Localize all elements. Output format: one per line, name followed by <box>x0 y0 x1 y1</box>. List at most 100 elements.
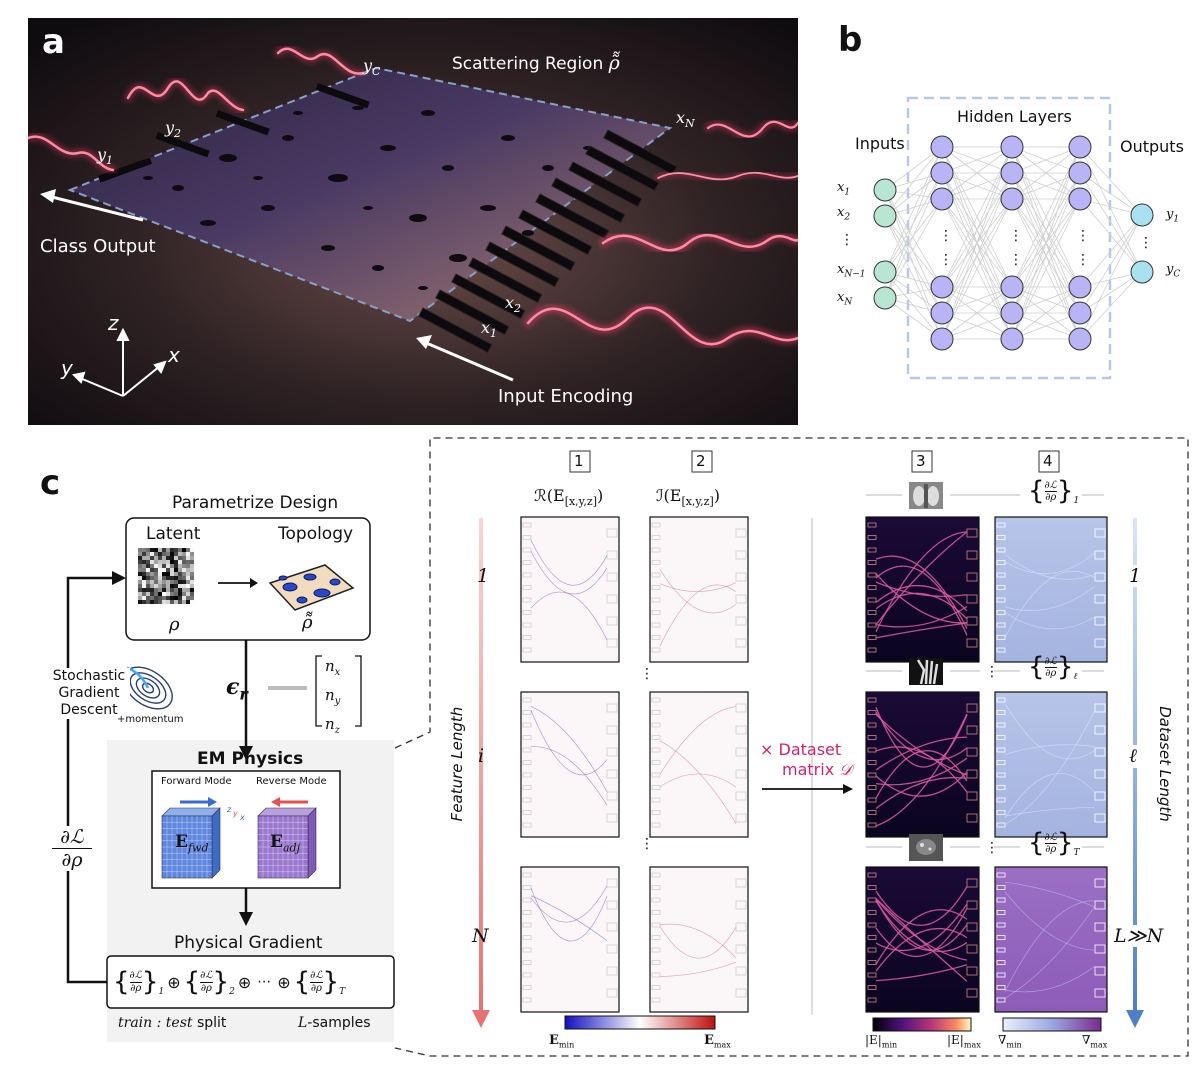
nn-input-label-2: x2 <box>837 205 850 223</box>
latent-pixel <box>146 552 150 556</box>
output-port-stub <box>735 725 747 735</box>
col-number-1: 1 <box>574 452 584 470</box>
nn-output-label-1: y1 <box>1166 207 1179 225</box>
latent-pixel <box>162 596 166 600</box>
field-panel <box>649 866 749 1013</box>
input-port-stub <box>867 772 877 778</box>
output-port-stub <box>1094 769 1106 779</box>
axis-label-x: x <box>167 343 180 367</box>
grad-term-1-sub: 1 <box>158 987 165 997</box>
latent-pixel <box>158 552 162 556</box>
hidden-node <box>1068 327 1092 351</box>
latent-pixel <box>158 580 162 584</box>
network-edge <box>1011 312 1081 340</box>
latent-pixel <box>162 556 166 560</box>
input-port-stub <box>867 785 877 790</box>
grad-term-t: { ∂ℒ∂ρ }T <box>293 967 346 997</box>
col4-header-2: { ∂ℒ∂ρ }ℓ <box>1028 652 1078 682</box>
network-edge <box>884 146 943 217</box>
input-port-stub <box>867 760 877 765</box>
latent-pixel <box>186 592 190 596</box>
colorbar-gradient <box>1002 1017 1102 1032</box>
latent-pixel <box>190 572 194 576</box>
latent-label: Latent <box>146 524 201 544</box>
network-edge <box>941 146 1013 200</box>
input-port-stub <box>996 910 1006 915</box>
latent-pixel <box>186 596 190 600</box>
network-edge <box>1079 146 1143 216</box>
field-trace <box>875 622 968 639</box>
input-port-stub <box>651 760 661 765</box>
n-vector-x: nx <box>325 655 340 684</box>
input-waveguides <box>418 129 678 354</box>
latent-pixel <box>182 596 186 600</box>
latent-pixel <box>178 560 182 564</box>
panel-c-left-graphics: z y x <box>66 517 395 1042</box>
input-port-stub <box>867 935 877 940</box>
hidden-node <box>930 275 954 299</box>
cbar3-min-sub: min <box>1006 1040 1022 1050</box>
output-y1-sub: 1 <box>106 154 114 168</box>
network-edge <box>884 146 943 191</box>
latent-pixel <box>142 564 146 568</box>
latent-pixel <box>138 584 142 588</box>
col4-header-3-num: ∂ℒ <box>1044 831 1057 844</box>
latent-pixel <box>170 580 174 584</box>
field-trace <box>1004 612 1096 630</box>
input-port-stub <box>522 697 532 703</box>
laser-waves <box>28 45 798 349</box>
nn-hidden-vdots-2: ⋮ <box>939 252 953 268</box>
vector-right-bracket <box>355 655 362 727</box>
input-port-stub <box>996 822 1006 828</box>
latent-pixel <box>138 592 142 596</box>
oplus-2: ⊕ <box>237 972 252 992</box>
input-port-stub <box>522 597 532 603</box>
latent-pixel <box>178 592 182 596</box>
output-port-stub <box>966 550 978 560</box>
network-edge <box>941 146 1013 288</box>
dataset-matrix-line1: × Dataset <box>760 740 842 759</box>
latent-pixel <box>186 576 190 580</box>
latent-pixel <box>162 548 166 552</box>
input-port-stub <box>996 647 1006 653</box>
input-node <box>873 286 897 310</box>
latent-pixel <box>158 568 162 572</box>
output-port-stub <box>606 550 618 560</box>
latent-pixel <box>174 552 178 556</box>
rows-vdots-3: ⋮ <box>985 664 999 680</box>
latent-pixel <box>146 580 150 584</box>
output-port-stub <box>1094 572 1106 582</box>
latent-pixel <box>142 576 146 580</box>
parametrize-design-title: Parametrize Design <box>172 493 339 513</box>
loss-gradient-fraction: ∂ℒ ∂ρ <box>52 826 92 871</box>
nn-output-c-symbol: y <box>1166 262 1174 277</box>
input-port-stub <box>651 785 661 790</box>
input-port-stub <box>996 747 1006 753</box>
grad-term-1-num: ∂ℒ <box>129 969 142 983</box>
latent-pixel <box>138 564 142 568</box>
latent-pixel <box>162 592 166 596</box>
field-trace <box>875 886 968 926</box>
topology-blobs <box>278 573 341 604</box>
cbar3-max-symbol: ∇ <box>1082 1033 1091 1047</box>
latent-pixel <box>174 548 178 552</box>
input-port-stub <box>996 722 1006 728</box>
row-label-left-1: 1 <box>477 565 490 587</box>
epsilon-sub: r <box>239 684 248 704</box>
latent-pixel <box>154 560 158 564</box>
field-trace <box>875 909 968 965</box>
nn-input-label-n-1: xN−1 <box>837 262 866 280</box>
network-edge <box>1079 146 1143 273</box>
output-port-stub <box>735 616 747 626</box>
dataset-length-arrowhead <box>1126 1010 1144 1028</box>
input-port-stub <box>522 760 532 765</box>
latent-pixel <box>182 564 186 568</box>
output-port-stub <box>966 813 978 823</box>
latent-pixel <box>142 588 146 592</box>
sgd-line-2: Gradient <box>58 685 120 701</box>
nn-hidden-vdots-3: ⋮ <box>1009 228 1023 244</box>
input-port-stub <box>996 585 1006 590</box>
latent-pixel <box>150 592 154 596</box>
field-trace <box>1004 900 1096 992</box>
field-trace <box>659 773 737 788</box>
